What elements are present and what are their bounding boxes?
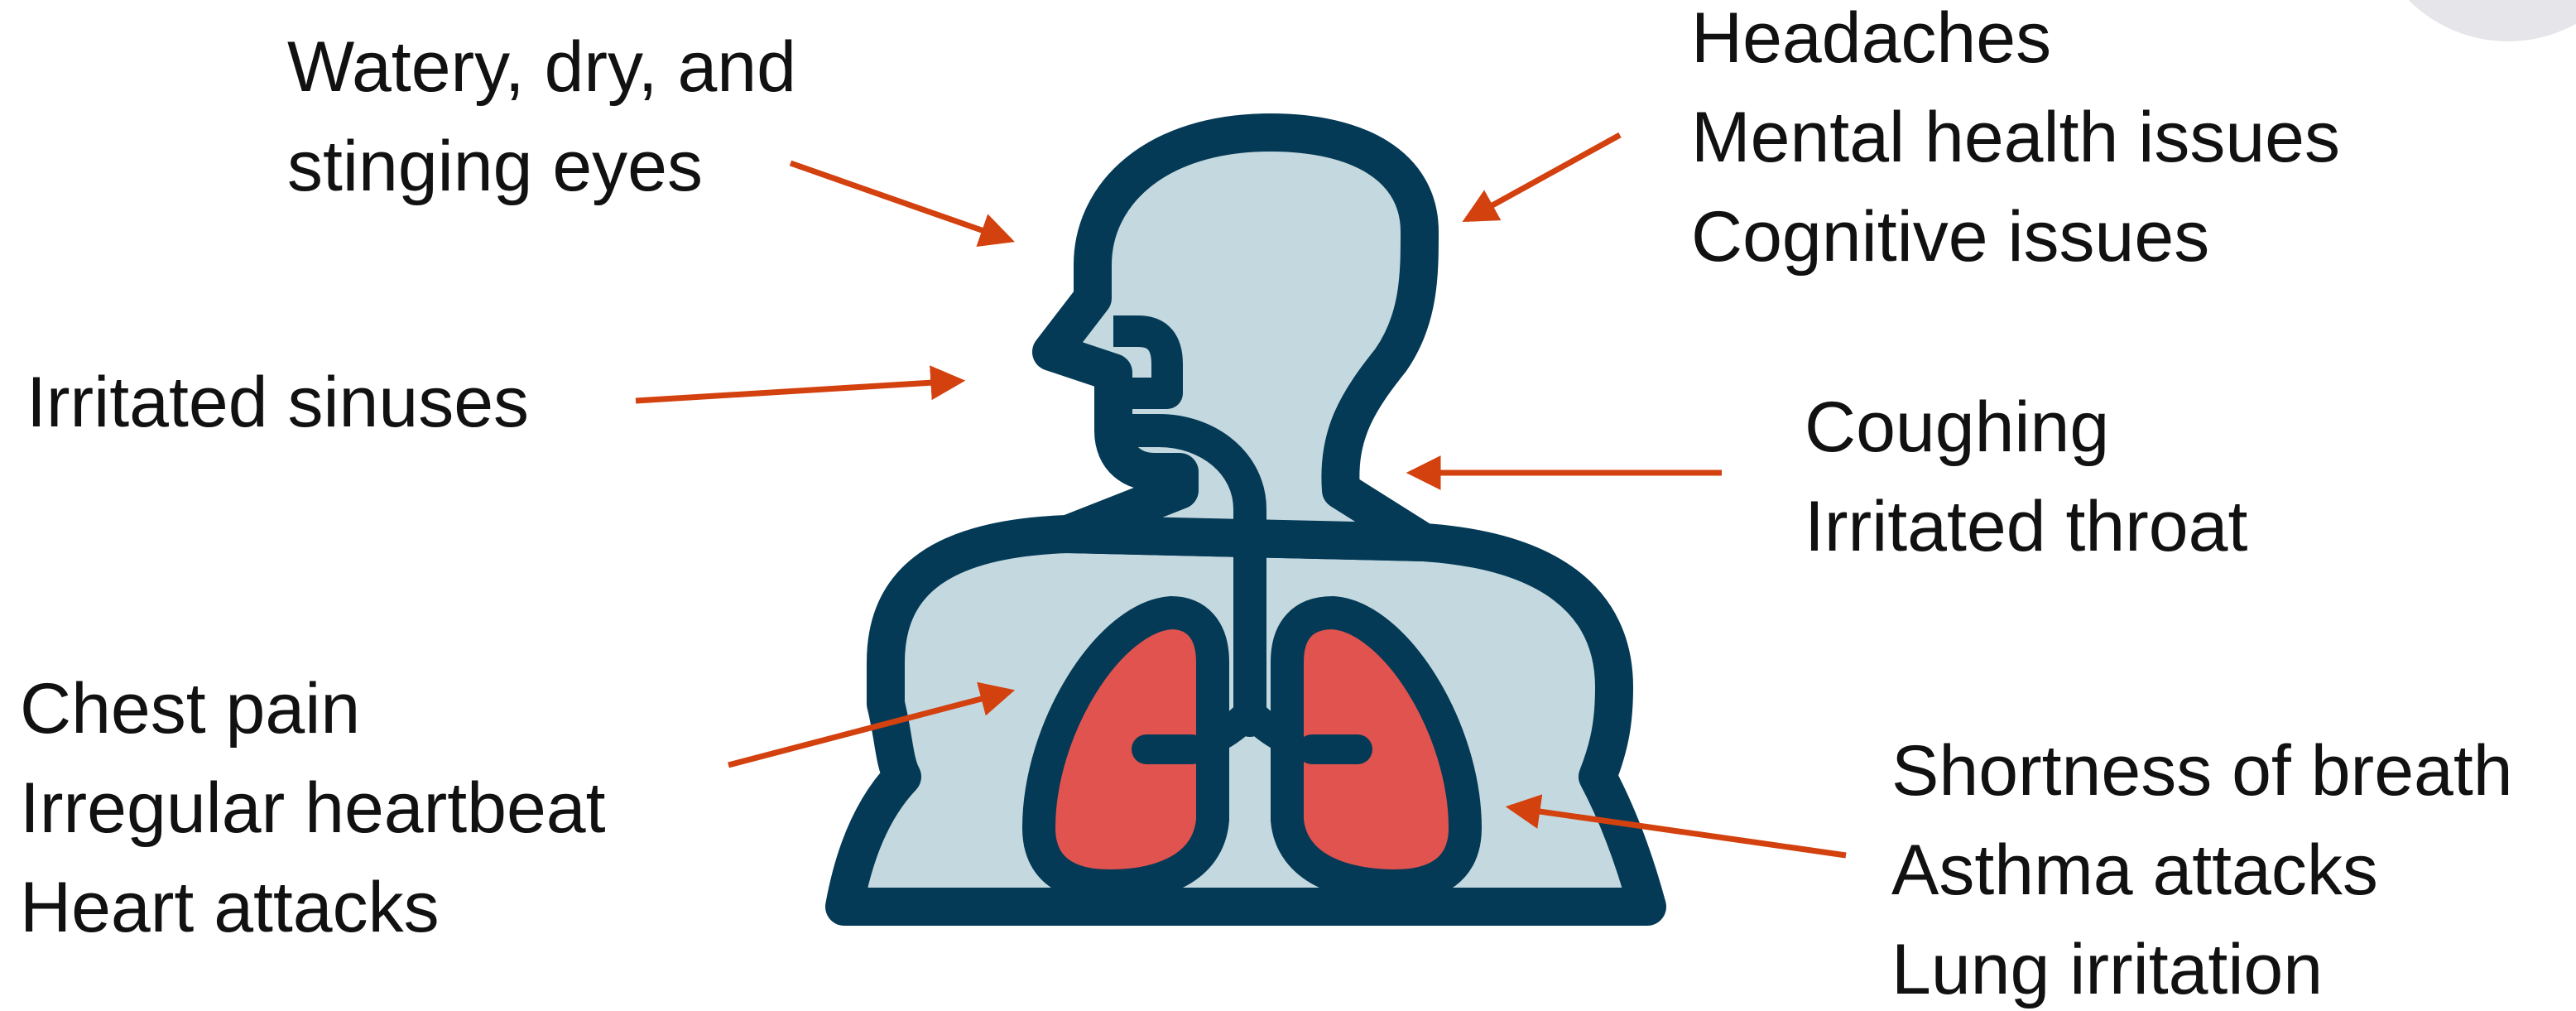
throat-symptoms-label: Coughing Irritated throat [1805, 388, 2247, 566]
lungs-symptoms-label: Shortness of breath Asthma attacks Lung … [1891, 731, 2532, 1009]
eyes-label-line: stinging eyes [287, 127, 703, 206]
arrow-eyes [791, 163, 1010, 240]
throat-label-line: Coughing [1805, 388, 2109, 467]
chest-label-line: Heart attacks [20, 868, 440, 947]
throat-label-line: Irritated throat [1805, 487, 2247, 566]
eyes-label-line: Watery, dry, and [287, 27, 796, 107]
lungs-label-line: Asthma attacks [1891, 830, 2378, 910]
sinuses-symptoms-label: Irritated sinuses [26, 363, 529, 442]
arrow-head [1467, 135, 1620, 219]
head-symptoms-label: Headaches Mental health issues Cognitive… [1691, 0, 2360, 277]
human-respiratory-system-icon [844, 132, 1647, 907]
chest-symptoms-label: Chest pain Irregular heartbeat Heart att… [20, 669, 625, 947]
head-label-line: Headaches [1691, 0, 2051, 78]
lungs-label-line: Shortness of breath [1891, 731, 2513, 811]
head-label-line: Cognitive issues [1691, 197, 2209, 277]
chest-label-line: Chest pain [20, 669, 360, 749]
lungs-label-line: Lung irritation [1891, 930, 2323, 1009]
chest-label-line: Irregular heartbeat [20, 768, 606, 848]
sinuses-label-line: Irritated sinuses [26, 363, 529, 442]
arrow-sinuses [636, 381, 960, 401]
head-label-line: Mental health issues [1691, 98, 2340, 177]
corner-decoration [2367, 0, 2576, 41]
eyes-symptoms-label: Watery, dry, and stinging eyes [287, 27, 816, 206]
